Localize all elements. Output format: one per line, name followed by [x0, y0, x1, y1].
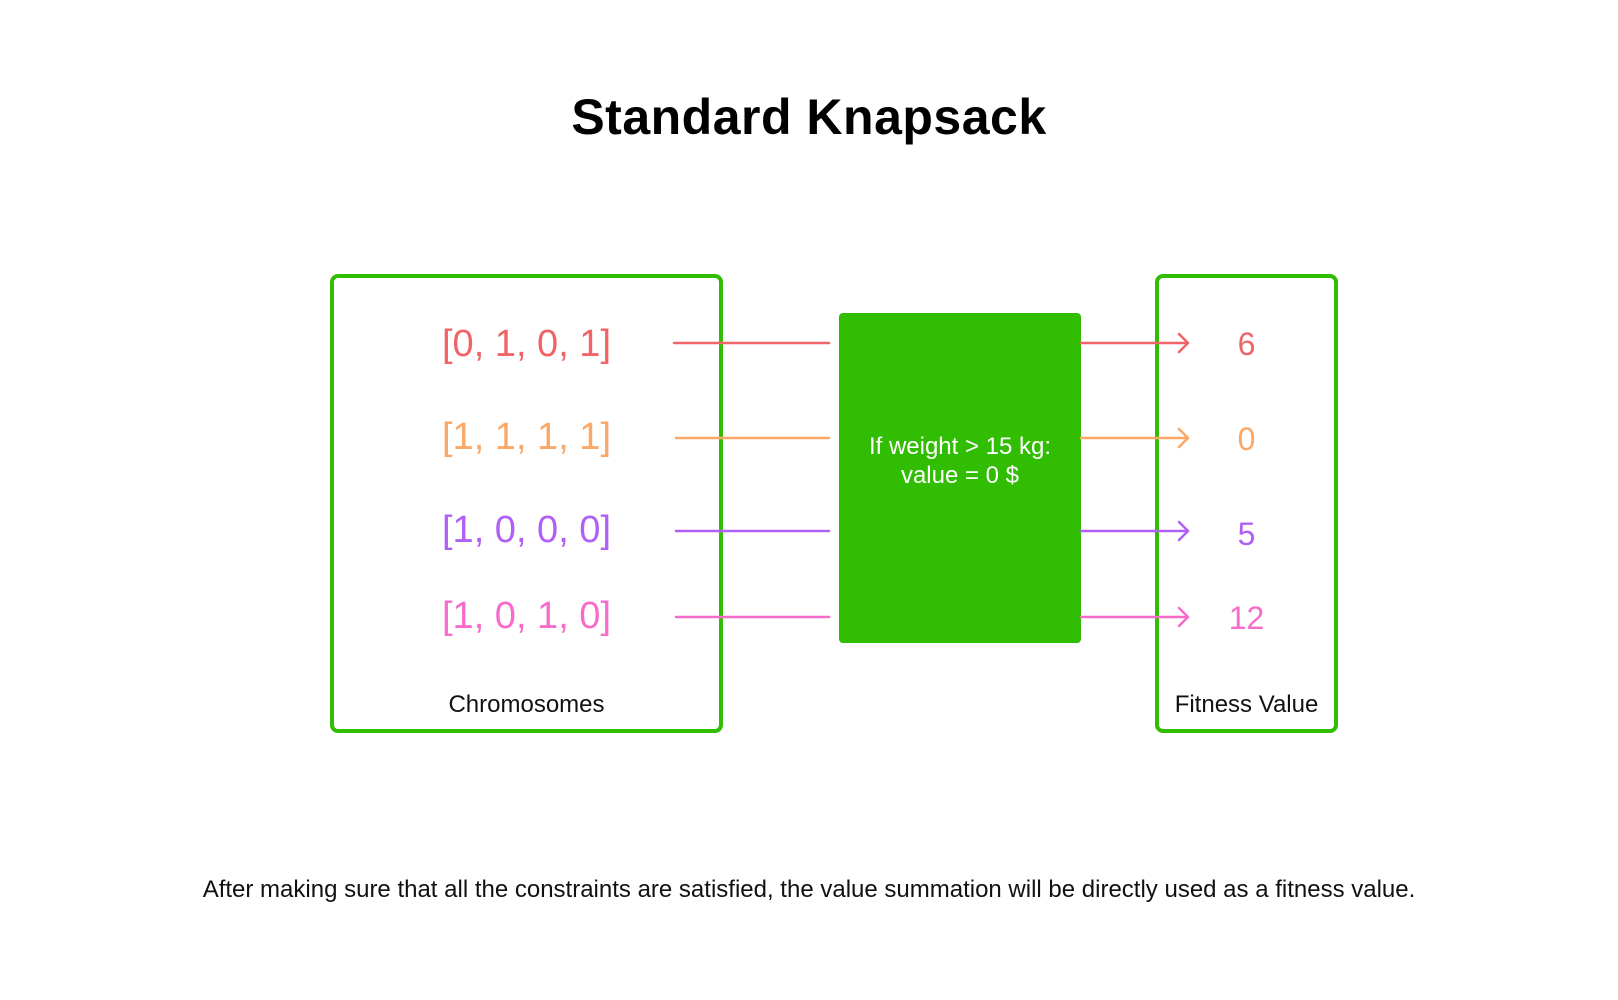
fitness-value-3: 5	[1237, 516, 1256, 552]
function-rule-line-2: value = 0 $	[900, 462, 1020, 489]
chromosome-4: [1, 0, 1, 0]	[442, 595, 611, 637]
arrow-head-2-icon	[1177, 427, 1190, 449]
fitness-function-box: If weight > 15 kg: value = 0 $	[839, 313, 1081, 643]
fitness-panel: Fitness Value	[1155, 274, 1338, 733]
fitness-value-4: 12	[1228, 600, 1265, 636]
arrow-head-1-icon	[1177, 332, 1190, 354]
fitness-value-2: 0	[1237, 421, 1256, 457]
arrow-head-3-icon	[1177, 520, 1190, 542]
fitness-label: Fitness Value	[1174, 691, 1319, 718]
chromosome-1: [0, 1, 0, 1]	[442, 323, 611, 365]
chromosomes-label: Chromosomes	[448, 691, 605, 718]
chromosome-2: [1, 1, 1, 1]	[442, 416, 611, 458]
diagram-title: Standard Knapsack	[571, 89, 1047, 145]
caption-text: After making sure that all the constrain…	[202, 876, 1416, 903]
arrow-head-4-icon	[1177, 606, 1190, 628]
chromosome-3: [1, 0, 0, 0]	[442, 509, 611, 551]
fitness-value-1: 6	[1237, 326, 1256, 362]
function-rule-line-1: If weight > 15 kg:	[868, 433, 1052, 460]
chromosomes-panel: Chromosomes	[330, 274, 723, 733]
